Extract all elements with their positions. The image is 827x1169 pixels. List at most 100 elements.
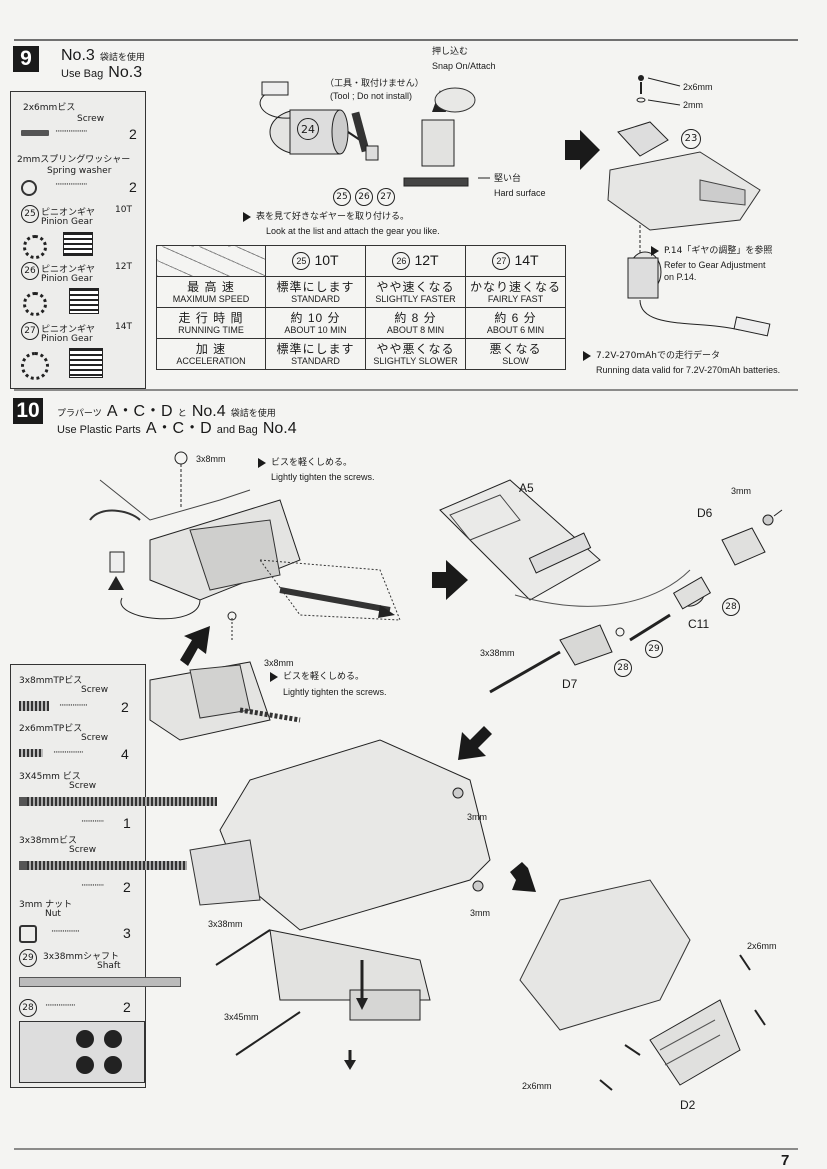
step-10-title-en: Use Plastic Parts A・C・D and Bag No.4	[57, 420, 297, 437]
step-9-title-jp: No.3 袋詰を使用	[61, 45, 145, 65]
direction-arrow-down-right	[510, 862, 536, 892]
part-3x45-qty: 1	[123, 815, 131, 831]
tp-screw-2x6-icon	[19, 749, 43, 757]
part-26-en: Pinion Gear	[41, 274, 93, 284]
step-9-title-en: Use Bag No.3	[61, 62, 142, 82]
part-27-en: Pinion Gear	[41, 334, 93, 344]
nut-3mm-mid-label: 3mm	[467, 812, 487, 822]
screw-2x6-bottom-label: 2x6mm	[522, 1081, 552, 1091]
gear-adjust-ref-en2: on P.14.	[664, 272, 697, 282]
tighten-note-en-a: Lightly tighten the screws.	[271, 472, 375, 482]
list-note-en: Look at the list and attach the gear you…	[266, 226, 440, 236]
part-25-size: 10T	[115, 205, 132, 215]
part-29-id: 29	[19, 949, 37, 967]
bushing-icon	[104, 1056, 122, 1074]
screw-3x38-left-label: 3x38mm	[208, 919, 243, 929]
table-corner-cell	[156, 245, 266, 277]
screw-3x8-label-a: 3x8mm	[196, 454, 226, 464]
part-28-runner	[19, 1021, 145, 1083]
part-a5-label: A5	[519, 481, 534, 495]
washer-2mm-label: 2mm	[683, 100, 703, 110]
nut-icon	[19, 925, 37, 943]
part-nut-en: Nut	[45, 909, 61, 919]
part-nut-qty: 3	[123, 925, 131, 941]
press-drawing	[403, 87, 490, 187]
nut-3mm-top-label: 3mm	[731, 486, 751, 496]
part-28-qty: 2	[123, 999, 131, 1015]
tp-screw-3x8-icon	[19, 701, 49, 711]
step-10-number: 10	[13, 398, 43, 424]
part-3x45-jp: 3X45mm ビス	[19, 772, 81, 782]
hard-surface-en: Hard surface	[494, 188, 546, 198]
part-28-id: 28	[19, 999, 37, 1017]
screw-2x6-right-label: 2x6mm	[747, 941, 777, 951]
part-2x6-tp-qty: 4	[121, 746, 129, 762]
part-27-id: 27	[21, 322, 39, 340]
screw-3x38-icon	[19, 861, 187, 870]
screw-2x6-label: 2x6mm	[683, 82, 713, 92]
tool-drawing	[351, 111, 379, 161]
part-washer-jp: 2mmスプリングワッシャー	[17, 155, 131, 165]
part-2x6-tp-jp: 2x6mmTPビス	[19, 724, 83, 734]
part-3x8-tp-en: Screw	[81, 685, 109, 695]
screw-3x45-icon	[19, 797, 217, 806]
pinion-gear-12t-side-icon	[69, 288, 99, 314]
part-screw-2x6-qty: 2	[129, 126, 137, 142]
bag-number-jp: No.3	[61, 47, 95, 64]
part-26-jp: ピニオンギヤ	[41, 265, 96, 275]
snap-on-jp: 押し込む	[432, 47, 469, 57]
washer-icon	[21, 180, 37, 196]
part-3x38-en: Screw	[69, 845, 97, 855]
part-27-size: 14T	[115, 322, 132, 332]
bushing-icon	[76, 1030, 94, 1048]
part-d6-label: D6	[697, 506, 713, 520]
gear-choice-26: 26	[355, 187, 373, 206]
part-nut-jp: 3mm ナット	[19, 900, 73, 910]
pinion-gear-10t-side-icon	[63, 232, 93, 256]
screw-3x8-label-b: 3x8mm	[264, 658, 294, 668]
chassis-drawing	[189, 739, 491, 1070]
part-3x38-qty: 2	[123, 879, 131, 895]
part-28-callout-a: 28	[722, 597, 740, 616]
pinion-gear-12t-icon	[23, 292, 47, 316]
part-3x8-tp-qty: 2	[121, 699, 129, 715]
use-bag-label: Use Bag	[61, 68, 104, 80]
pinion-gear-14t-icon	[21, 352, 49, 380]
direction-arrow-step9	[565, 130, 600, 170]
pinion-gear-14t-side-icon	[69, 348, 103, 378]
battery-note-jp: 7.2V-270mAhでの走行データ	[583, 350, 720, 362]
part-screw-2x6-jp: 2x6mmビス	[23, 103, 76, 113]
part-2x6-tp-en: Screw	[81, 733, 109, 743]
gear-choice-27: 27	[377, 187, 395, 206]
shaft-icon	[19, 977, 181, 987]
steering-assembly-drawing	[89, 451, 401, 640]
rear-assembly-drawing	[519, 879, 766, 1091]
part-shaft-en: Shaft	[97, 961, 121, 971]
list-note-jp: 表を見て好きなギヤーを取り付ける。	[243, 211, 409, 223]
screw-3x38-top-label: 3x38mm	[480, 648, 515, 658]
step-9-number: 9	[13, 46, 39, 72]
bag-suffix-jp: 袋詰を使用	[99, 53, 145, 63]
motor-24-label: 24	[297, 118, 319, 140]
part-shaft-jp: 3x38mmシャフト	[43, 952, 120, 962]
snap-on-en: Snap On/Attach	[432, 61, 496, 71]
part-26-id: 26	[21, 262, 39, 280]
bushing-icon	[76, 1056, 94, 1074]
